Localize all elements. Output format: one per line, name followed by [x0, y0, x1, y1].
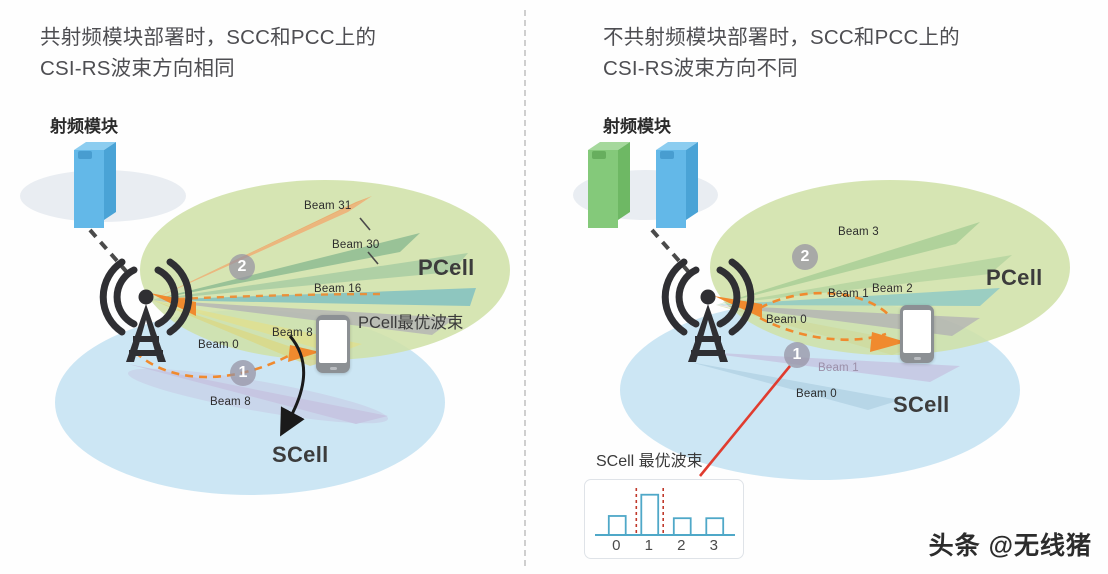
left-beam-label-4: Beam 0 [198, 339, 239, 351]
watermark: 头条 @无线猪 [928, 532, 1092, 560]
right-scell-beam-label-0: Beam 1 [818, 362, 859, 374]
left-beam-label-1: Beam 30 [332, 239, 380, 251]
left-beam-label-2: Beam 16 [314, 283, 362, 295]
chart-svg [595, 488, 735, 536]
right-marker-2: 2 [792, 244, 818, 270]
left-beam-label-3: Beam 8 [272, 327, 313, 339]
left-rf-module-blue [74, 142, 116, 228]
left-optimum-beam-label: PCell最优波束 [358, 314, 464, 332]
left-marker-1: 1 [230, 360, 256, 386]
chart-tick-3: 3 [709, 537, 718, 554]
right-pcell-label: PCell [986, 265, 1043, 290]
left-pcell-label: PCell [418, 255, 475, 280]
left-beam-label-0: Beam 31 [304, 200, 352, 212]
right-rf-module-label: 射频模块 [603, 117, 671, 136]
right-scell-beam-label-1: Beam 0 [796, 388, 837, 400]
chart-bar-3 [705, 517, 725, 536]
right-beam-label-1: Beam 2 [872, 283, 913, 295]
scell-best-beam-chart [584, 479, 744, 559]
right-beam-label-2: Beam 1 [828, 288, 869, 300]
left-ue-phone [316, 315, 350, 373]
chart-title: SCell 最优波束 [596, 453, 703, 470]
right-beam-label-3: Beam 0 [766, 314, 807, 326]
left-scell-beam-label-0: Beam 8 [210, 396, 251, 408]
chart-tick-0: 0 [612, 537, 621, 554]
chart-bar-2 [672, 517, 692, 536]
right-rf-module-green [588, 142, 630, 228]
right-marker-1: 1 [784, 342, 810, 368]
right-beam-label-0: Beam 3 [838, 226, 879, 238]
left-scell-label: SCell [272, 442, 329, 467]
chart-tick-2: 2 [677, 537, 686, 554]
right-connector-dashed [650, 228, 696, 280]
right-panel-title: 不共射频模块部署时，SCC和PCC上的 CSI-RS波束方向不同 [603, 26, 960, 80]
right-rf-module-blue [656, 142, 698, 228]
left-rf-module-label: 射频模块 [50, 117, 118, 136]
chart-bar-1 [640, 493, 660, 536]
left-panel-title: 共射频模块部署时，SCC和PCC上的 CSI-RS波束方向相同 [40, 26, 377, 80]
chart-bar-0 [607, 515, 627, 536]
panel-divider [524, 10, 526, 566]
left-marker-2: 2 [229, 254, 255, 280]
chart-tick-1: 1 [644, 537, 653, 554]
right-scell-label: SCell [893, 392, 950, 417]
right-ue-phone [900, 305, 934, 363]
